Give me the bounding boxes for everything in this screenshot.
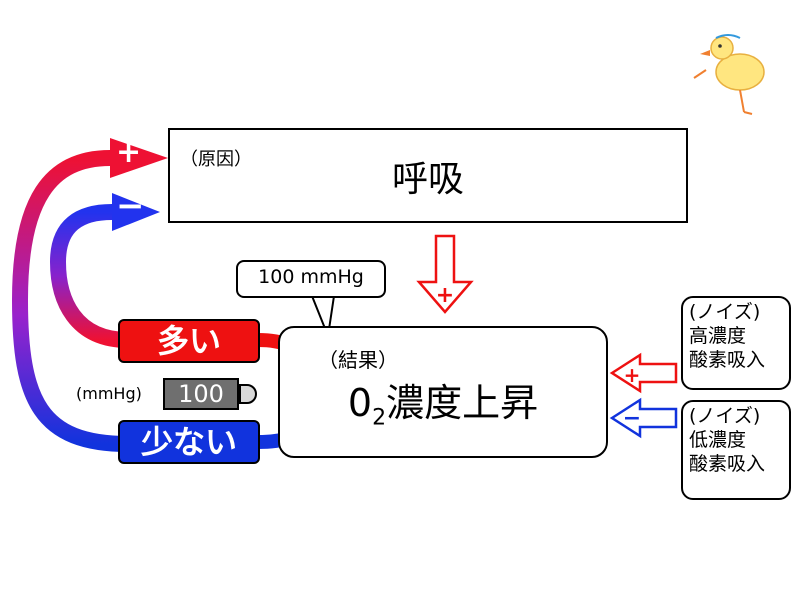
result-tag: （結果） — [318, 348, 398, 372]
noise-high-plus: + — [624, 363, 641, 387]
noise-low-arrow — [609, 397, 678, 439]
noise-line: 低濃度 — [689, 429, 747, 451]
cause-title: 呼吸 — [391, 159, 464, 200]
noise-tag: (ノイズ) — [689, 405, 761, 427]
noise-tag: (ノイズ) — [689, 301, 761, 323]
noise-low-minus: − — [623, 406, 641, 431]
result-title-subscript: 2 — [372, 405, 387, 431]
level-high-block: 多い — [118, 319, 260, 363]
noise-line: 高濃度 — [689, 325, 747, 347]
positive-feedback-label: + — [116, 135, 142, 170]
gauge-unit-label: (mmHg) — [76, 384, 142, 403]
result-title: 02濃度上昇 — [278, 372, 608, 431]
negative-feedback-loop — [49, 204, 129, 348]
positive-feedback-loop — [11, 150, 129, 452]
negative-feedback-label: − — [116, 186, 145, 226]
threshold-callout-text: 100 mmHg — [258, 266, 364, 288]
noise-line: 酸素吸入 — [689, 453, 766, 475]
noise-high-arrow — [609, 352, 678, 394]
cause-to-result-arrow — [416, 234, 474, 314]
cause-box — [168, 128, 688, 223]
battery-gauge: 100 — [163, 378, 239, 410]
cause-to-result-plus: + — [436, 283, 454, 308]
result-title-prefix: 0 — [347, 381, 373, 425]
chick-illustration — [693, 34, 765, 115]
result-box — [278, 326, 608, 458]
level-low-block: 少ない — [118, 420, 260, 464]
noise-box-low-oxygen: (ノイズ) 低濃度 酸素吸入 — [681, 400, 791, 500]
cause-tag: （原因） — [180, 149, 252, 170]
result-title-main: 濃度上昇 — [386, 381, 539, 425]
positive-arrow-head — [110, 138, 168, 178]
negative-arrow-head — [112, 193, 160, 231]
noise-line: 酸素吸入 — [689, 349, 766, 371]
noise-box-high-oxygen: (ノイズ) 高濃度 酸素吸入 — [681, 296, 791, 390]
battery-terminal — [239, 384, 257, 404]
threshold-callout — [236, 260, 386, 298]
